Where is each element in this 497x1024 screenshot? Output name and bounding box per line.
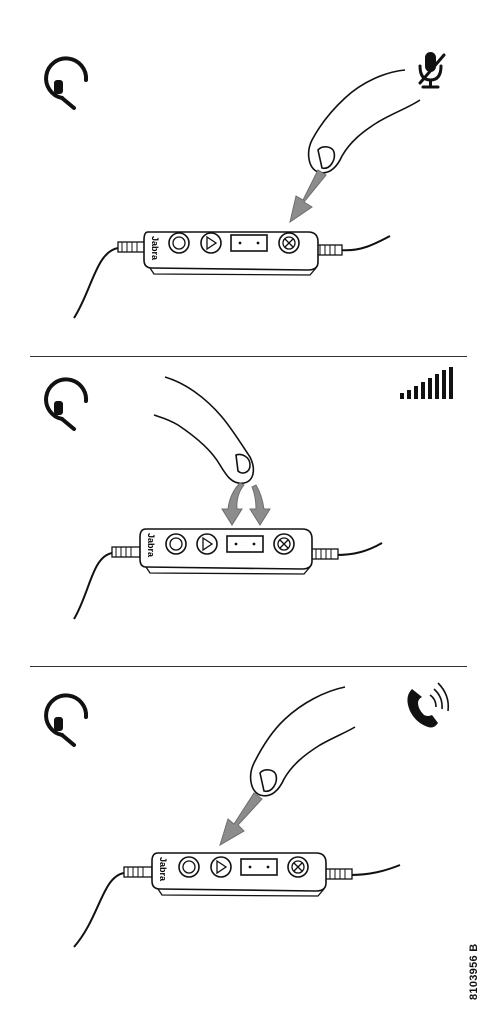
volume-rocker[interactable] [230, 234, 268, 252]
section-divider [30, 356, 467, 357]
cable-right [339, 235, 391, 252]
brand-label: Jabra [146, 533, 156, 558]
cable-right [349, 864, 401, 876]
headset-icon [44, 377, 89, 431]
document-code: 8103956 B [468, 943, 480, 1000]
headset-icon [44, 56, 89, 110]
mic-muted-icon [418, 52, 446, 89]
press-arrow-icon [219, 792, 263, 847]
finger-illustration [307, 69, 421, 174]
strain-relief-right [323, 868, 353, 880]
panel-call-illustration: Jabra [44, 682, 450, 948]
section-divider [30, 666, 467, 667]
ringing-phone-icon [407, 682, 450, 728]
panel-volume-illustration: Jabra [44, 367, 453, 620]
inline-controller: Jabra [139, 528, 313, 575]
call-button[interactable] [168, 232, 190, 254]
inline-controller: Jabra [143, 231, 319, 276]
press-arrow-icon [289, 169, 327, 224]
rocker-arrows-icon [221, 482, 271, 526]
volume-rocker[interactable] [240, 858, 278, 876]
panel-mute-illustration: Jabra [44, 52, 446, 319]
brand-label: Jabra [158, 857, 168, 882]
panel-volume: Jabra [0, 357, 497, 665]
panel-mute: Jabra [0, 0, 497, 355]
inline-controller: Jabra [151, 852, 327, 897]
finger-illustration [249, 686, 356, 797]
finger-illustration [153, 376, 255, 485]
strain-relief-right [309, 548, 339, 560]
cable-left [73, 552, 113, 620]
cable-left [73, 247, 119, 319]
cable-left [73, 872, 125, 948]
play-button[interactable] [200, 232, 222, 254]
cable-right [335, 542, 383, 556]
headset-icon [44, 693, 89, 747]
call-button[interactable] [165, 533, 187, 555]
answer-end-button[interactable] [210, 856, 232, 878]
volume-bars-icon [400, 367, 453, 399]
call-button[interactable] [178, 856, 200, 878]
volume-rocker[interactable] [226, 535, 264, 553]
brand-label: Jabra [150, 236, 160, 261]
panel-call: Jabra [0, 667, 497, 1024]
play-button[interactable] [196, 533, 218, 555]
